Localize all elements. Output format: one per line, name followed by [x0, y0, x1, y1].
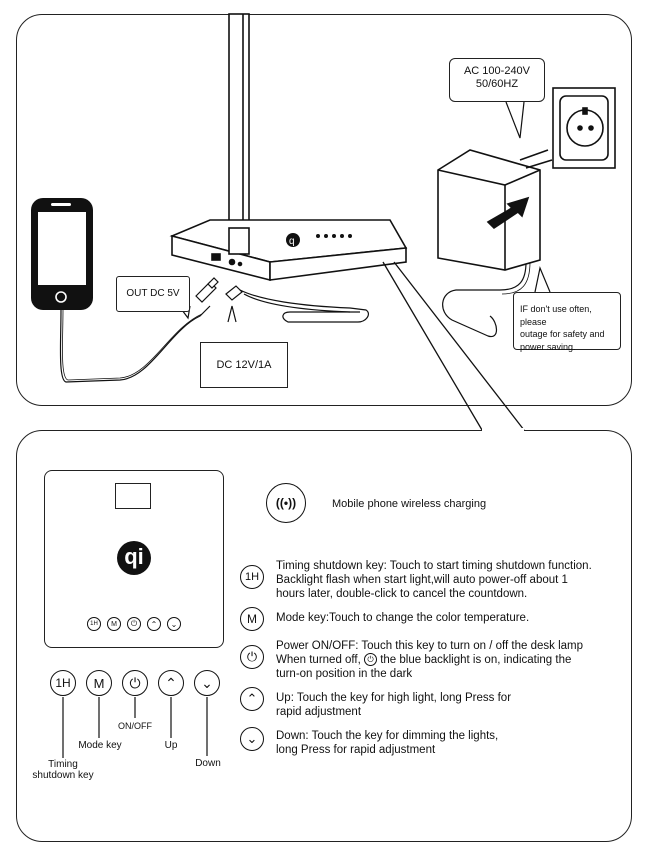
up-key[interactable]: ⌃ [158, 670, 184, 696]
power-desc-line1: Power ON/OFF: Touch this key to turn on … [276, 640, 584, 652]
down-desc-line2: long Press for rapid adjustment [276, 744, 436, 756]
wireless-charging-icon: ((•)) [266, 483, 306, 523]
down-key[interactable]: ⌄ [194, 670, 220, 696]
mode-key-label-text: Mode key [78, 740, 122, 751]
svg-text:q: q [289, 236, 295, 247]
dc-plug [225, 285, 370, 323]
mini-mode-key-label: M [111, 620, 117, 628]
timing-shutdown-label: Timing shutdown key [26, 759, 100, 781]
callout-ac-input: AC 100-240V 50/60HZ [449, 58, 545, 102]
mini-up-icon[interactable]: ⌃ [147, 617, 161, 631]
lamp-pole [228, 13, 250, 255]
qi-logo-icon: qi [117, 541, 151, 575]
down-desc-line1: Down: Touch the key for dimming the ligh… [276, 730, 499, 742]
mini-mode-key[interactable]: M [107, 617, 121, 631]
charging-pad-square [115, 483, 151, 509]
adapter-cable [442, 261, 527, 338]
timing-key-description: Timing shutdown key: Touch to start timi… [276, 559, 592, 601]
timing-desc-line2: Backlight flash when start light,will au… [276, 574, 568, 586]
mode-key[interactable]: M [86, 670, 112, 696]
mini-timing-key[interactable]: 1H [87, 617, 101, 631]
timing-desc-line3: hours later, double-click to cancel the … [276, 588, 528, 600]
up-key-description: Up: Touch the key for high light, long P… [276, 691, 511, 719]
down-key-icon: ⌄ [240, 727, 264, 751]
power-desc-line2: When turned off, ⏻ the blue backlight is… [276, 653, 583, 667]
mode-key-label: M [93, 675, 105, 691]
callout-dc-input: DC 12V/1A [200, 342, 288, 388]
timing-key-icon: 1H [240, 565, 264, 589]
wireless-charging-label: Mobile phone wireless charging [332, 498, 487, 510]
usb-cable [59, 305, 211, 383]
power-desc-line2a: When turned off, [276, 654, 361, 666]
onoff-label: ON/OFF [118, 721, 152, 731]
up-label: Up [164, 740, 178, 751]
power-desc-line3: turn-on position in the dark [276, 668, 413, 680]
timing-desc-line1: Timing shutdown key: Touch to start timi… [276, 560, 592, 572]
mini-down-icon[interactable]: ⌄ [167, 617, 181, 631]
mode-key-icon: M [240, 607, 264, 631]
up-desc-line2: rapid adjustment [276, 706, 362, 718]
power-key-description: Power ON/OFF: Touch this key to turn on … [276, 639, 583, 681]
callout-note-line2: outage for safety and [520, 329, 605, 339]
power-adapter [437, 149, 553, 271]
zoom-gap [482, 428, 524, 432]
mini-power-icon[interactable]: ⏻ [127, 617, 141, 631]
timing-key-icon-label: 1H [244, 571, 260, 583]
zoom-lines [382, 261, 525, 431]
lamp-base: q [169, 219, 408, 282]
up-key-icon: ⌃ [240, 687, 264, 711]
power-key-icon: ⏻ [240, 645, 264, 669]
mode-desc-line1: Mode key:Touch to change the color tempe… [276, 612, 530, 624]
power-desc-line2b: the blue backlight is on, indicating the [380, 654, 572, 666]
timing-shutdown-key[interactable]: 1H [50, 670, 76, 696]
control-panel-closeup: qi 1H M ⏻ ⌃ ⌄ [44, 470, 224, 648]
down-key-description: Down: Touch the key for dimming the ligh… [276, 729, 498, 757]
inline-power-icon: ⏻ [364, 653, 378, 667]
mini-timing-key-label: 1H [90, 621, 98, 627]
callout-note: IF don't use often, please outage for sa… [513, 292, 621, 352]
callout-note-line1: IF don't use often, please [520, 304, 592, 327]
callout-note-line3: power saving. [520, 341, 576, 352]
mode-key-description: Mode key:Touch to change the color tempe… [276, 611, 529, 625]
up-desc-line1: Up: Touch the key for high light, long P… [276, 692, 512, 704]
callout-out-dc: OUT DC 5V [116, 276, 190, 312]
timing-label-line1: Timing [48, 759, 78, 770]
wall-socket [552, 87, 616, 169]
callout-ac-line2: 50/60HZ [475, 78, 519, 90]
mode-key-icon-label: M [247, 612, 257, 626]
callout-ac-line1: AC 100-240V [463, 65, 531, 77]
down-label: Down [195, 758, 221, 769]
power-key[interactable]: ⏻ [122, 670, 148, 696]
timing-shutdown-key-label: 1H [55, 676, 71, 690]
smartphone [31, 198, 93, 310]
timing-label-line2: shutdown key [32, 770, 94, 781]
usb-plug [195, 277, 219, 303]
